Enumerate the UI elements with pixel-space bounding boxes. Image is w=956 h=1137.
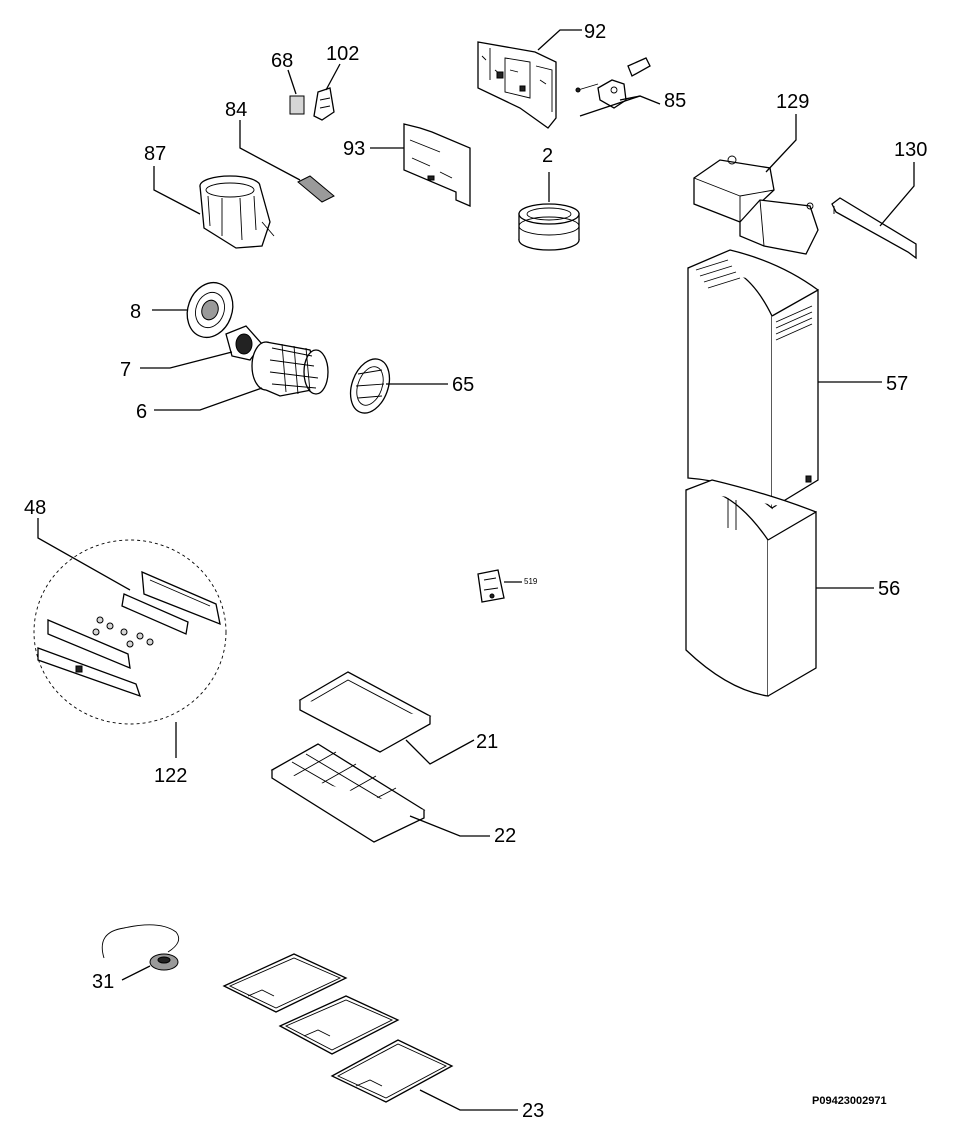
callout-92: 92 [584, 21, 606, 43]
callout-6: 6 [136, 401, 147, 423]
part-87-fan-housing [199, 175, 275, 249]
part-57-upper-chimney [687, 249, 819, 510]
callout-87: 87 [144, 143, 166, 165]
part-8-motor-plate [186, 281, 234, 339]
callout-57: 57 [886, 373, 908, 395]
leader-92 [537, 29, 582, 51]
part-23-carbon-filters [222, 953, 454, 1103]
part-92-electronics-housing [477, 41, 557, 129]
leader-23 [419, 1089, 518, 1111]
leader-7 [140, 351, 233, 369]
callout-129: 129 [776, 91, 809, 113]
part-122-control-panel-kit [33, 539, 227, 725]
part-93-circuit-board [403, 123, 471, 207]
callout-519: 519 [524, 577, 538, 586]
callout-56: 56 [878, 578, 900, 600]
leader-6 [154, 387, 263, 411]
leader-102 [325, 63, 341, 91]
callout-93: 93 [343, 138, 365, 160]
diagram-code: P09423002971 [812, 1095, 887, 1107]
part-68-switch [289, 95, 305, 115]
callout-85: 85 [664, 90, 686, 112]
callout-48: 48 [24, 497, 46, 519]
part-85-bracket [575, 57, 651, 109]
callout-22: 22 [494, 825, 516, 847]
part-22-grease-filter [270, 743, 426, 843]
part-84-switch [297, 175, 335, 203]
part-130-bracket-bar [831, 197, 917, 260]
leader-84 [239, 120, 301, 181]
callout-23: 23 [522, 1100, 544, 1122]
callout-31: 31 [92, 971, 114, 993]
leader-68 [287, 69, 297, 95]
callout-21: 21 [476, 731, 498, 753]
part-129-top-plenum [693, 155, 819, 255]
callout-65: 65 [452, 374, 474, 396]
part-56-lower-chimney [685, 479, 817, 697]
callout-130: 130 [894, 139, 927, 161]
callout-84: 84 [225, 99, 247, 121]
leader-22 [409, 815, 490, 837]
part-65-grille [349, 358, 391, 414]
leader-130 [879, 162, 915, 227]
leader-21 [405, 739, 475, 765]
part-31-lamp [101, 924, 180, 971]
callout-122: 122 [154, 765, 187, 787]
leader-129 [765, 114, 797, 173]
part-102-clip [313, 87, 335, 121]
leader-31 [121, 965, 151, 981]
callout-2: 2 [542, 145, 553, 167]
part-519-clip [477, 569, 505, 603]
part-6-impeller [251, 341, 329, 397]
leader-48 [37, 518, 131, 591]
callout-102: 102 [326, 43, 359, 65]
callout-7: 7 [120, 359, 131, 381]
part-2-duct-collar [518, 203, 580, 251]
leader-87 [153, 166, 201, 215]
callout-8: 8 [130, 301, 141, 323]
callout-68: 68 [271, 50, 293, 72]
leader-85b [619, 95, 641, 101]
part-21-filter-frame [298, 671, 432, 753]
